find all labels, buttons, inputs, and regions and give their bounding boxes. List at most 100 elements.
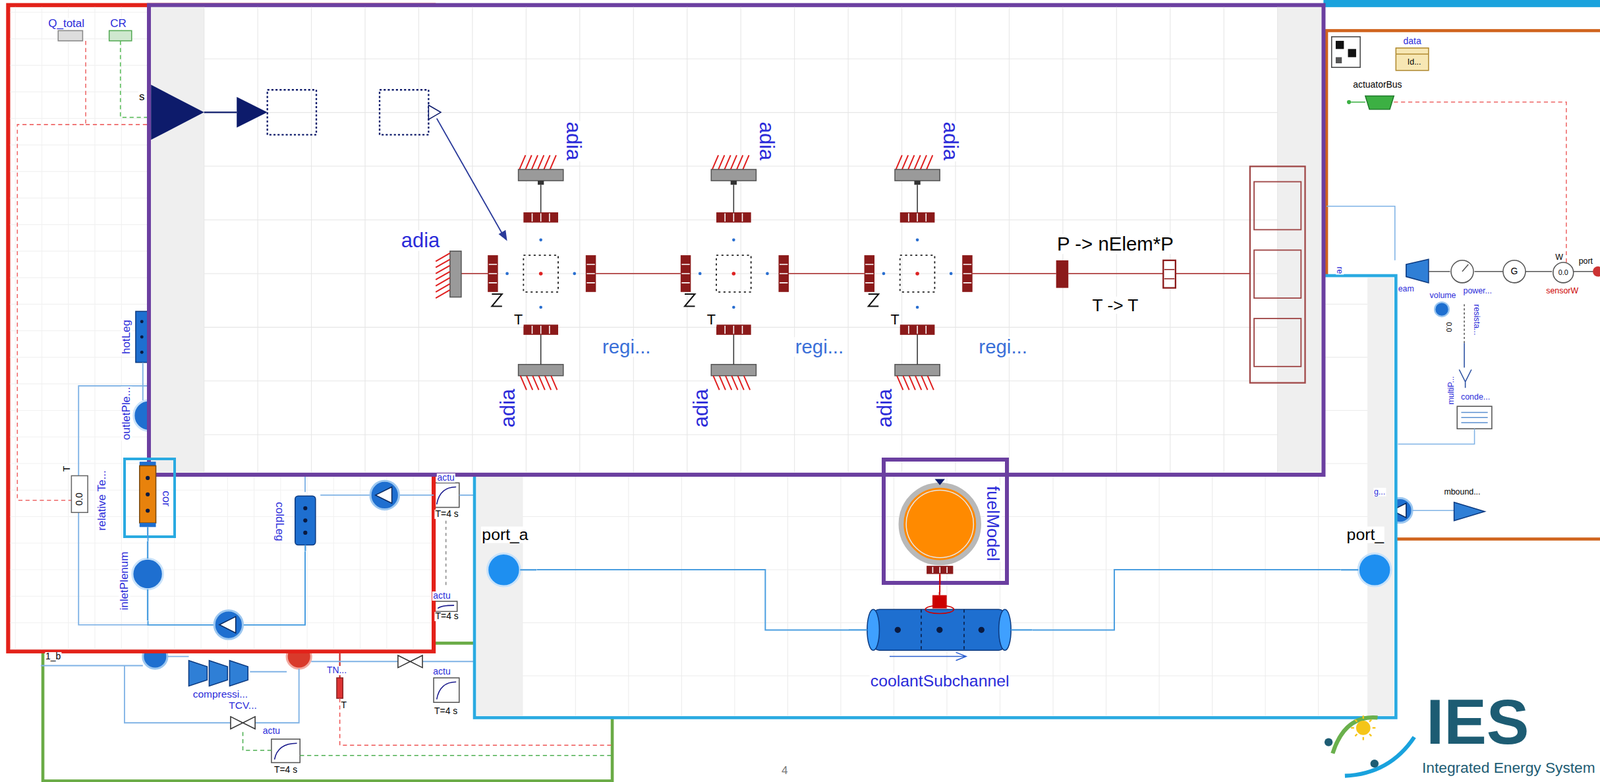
wire-stub — [939, 591, 941, 596]
plenum-volume: inletPlenum — [114, 541, 165, 621]
pipe-node — [978, 626, 985, 633]
data-icon — [1395, 53, 1429, 55]
wire-stub — [520, 568, 538, 571]
compressor-symbol — [188, 660, 207, 686]
heat-port — [730, 180, 737, 185]
wire — [1412, 509, 1454, 511]
port-dot — [765, 272, 770, 276]
signal-block — [267, 89, 317, 135]
grid-line — [204, 7, 1278, 473]
wire — [311, 660, 475, 662]
diagram-margin — [1277, 7, 1322, 473]
part-label: IES — [1425, 689, 1530, 754]
fluid-port: port_a — [473, 522, 537, 590]
part-label: 0.0 — [1445, 320, 1453, 333]
wire — [305, 475, 434, 495]
input-connector — [236, 96, 267, 128]
heat-port — [523, 212, 559, 223]
subchannel-box: cor — [123, 457, 176, 538]
part-label: actu — [432, 666, 451, 677]
pump-symbol — [214, 610, 243, 639]
adiabatic-hatch — [520, 375, 558, 391]
pipe-cap — [999, 608, 1012, 650]
part-label: adia — [939, 120, 961, 161]
model-icon — [1335, 57, 1342, 64]
part-label: hotLeg — [120, 318, 132, 355]
part-label: T=4 s — [433, 706, 458, 716]
pipe-node — [145, 508, 150, 513]
port-dot — [539, 238, 543, 242]
wire — [916, 334, 918, 365]
pipe-cap — [867, 608, 880, 650]
component-label: coolantSubchannel — [869, 672, 1011, 689]
heat-port — [900, 212, 936, 223]
pipe-component: coolantSubchannel — [848, 591, 1033, 692]
part-label: actu — [262, 726, 281, 736]
part-label: data — [1402, 37, 1423, 47]
port-dot — [572, 272, 576, 276]
pipe-node — [140, 350, 144, 354]
heat-port — [532, 213, 550, 222]
connection-line — [536, 569, 849, 630]
center-dot — [915, 271, 920, 276]
wire-stub — [848, 628, 1033, 630]
compressor-symbol — [208, 660, 228, 686]
pipe-cap — [139, 461, 157, 466]
part-label: regi... — [601, 337, 652, 357]
part-label: Id... — [1406, 57, 1423, 66]
part-label: T — [513, 312, 524, 327]
logo-arc — [1344, 736, 1415, 776]
pipe-cap — [139, 522, 157, 527]
part-label: 4 — [780, 765, 789, 777]
adiabatic-wall — [518, 169, 564, 181]
wire — [1397, 428, 1475, 444]
turbine-symbol — [1406, 258, 1429, 283]
port-dot — [732, 238, 736, 242]
heat-port — [1164, 269, 1175, 279]
part-label: adia — [755, 120, 777, 161]
input-block — [109, 30, 132, 41]
adiabatic-hatch — [896, 154, 934, 170]
resistance-symbol — [1463, 303, 1465, 343]
heat-wire — [461, 272, 1251, 275]
part-label: sensorW — [1545, 286, 1579, 295]
compressor-symbol — [229, 660, 248, 686]
port-dot — [732, 305, 736, 310]
component-label: cor — [160, 489, 172, 507]
power-sensor — [1553, 262, 1574, 283]
condenser-symbol — [1457, 405, 1492, 429]
adiabatic-hatch — [713, 375, 750, 391]
part-label: Q_total — [47, 17, 86, 29]
connection-line — [1032, 569, 1342, 630]
output-cell — [1254, 318, 1301, 367]
adiabatic-hatch — [519, 154, 557, 170]
model-icon — [1335, 40, 1344, 49]
heat-port — [487, 255, 498, 292]
input-connector — [934, 478, 945, 485]
wire — [459, 494, 475, 496]
part-label: 1_b — [44, 651, 62, 661]
wire-stub — [304, 544, 306, 551]
port-dot — [698, 272, 702, 276]
wire-stub — [146, 526, 149, 538]
data-icon — [1395, 48, 1429, 71]
pipe-node — [936, 626, 943, 633]
part-label: T=4 s — [273, 765, 298, 775]
signal-line — [17, 40, 149, 501]
model-icon — [1348, 48, 1357, 57]
logo-dot — [1324, 737, 1333, 746]
valve-symbol — [398, 655, 423, 668]
fuel-model-box: fuelModel — [881, 457, 1010, 586]
part-label: 0.0 — [75, 492, 85, 507]
adiabatic-hatch — [435, 253, 451, 298]
bus-icon — [1365, 96, 1394, 110]
heat-port — [778, 255, 789, 292]
wire — [733, 334, 735, 365]
pipe-body — [139, 465, 157, 523]
panel-frame — [148, 5, 1324, 475]
wire — [916, 184, 918, 213]
pipe-node — [303, 530, 308, 535]
adiabatic-wall — [894, 169, 940, 181]
component-label: coldLeg — [274, 500, 286, 542]
